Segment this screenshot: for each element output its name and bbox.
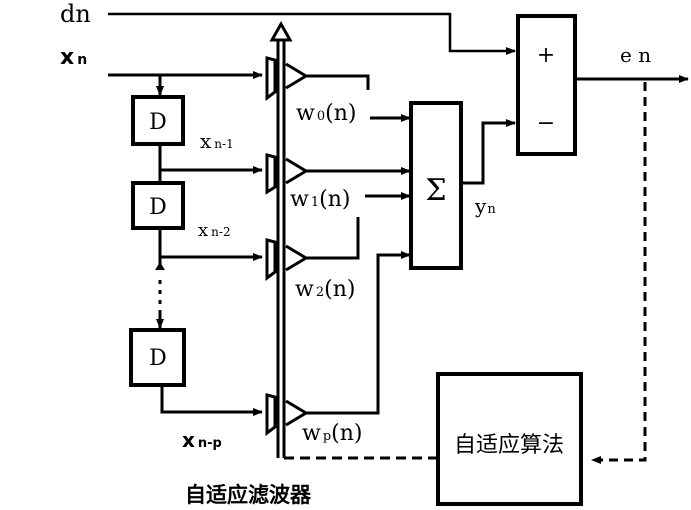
delay-label-1: D — [149, 110, 167, 135]
sum-symbol: Σ — [425, 173, 446, 208]
tap-line-p — [160, 385, 263, 416]
delay-block-p — [129, 328, 186, 387]
bus-arrow-up-icon — [269, 20, 293, 42]
delay-block-2 — [131, 181, 185, 230]
multiplier-0 — [265, 56, 370, 101]
diagram-caption: 自适应滤波器 — [185, 483, 312, 507]
yn-line — [461, 119, 516, 185]
multiplier-1 — [265, 153, 411, 195]
label-yn: yn — [474, 194, 496, 218]
minus-sign: − — [537, 111, 555, 136]
desired-signal-line — [108, 12, 516, 55]
arrow-down-icon — [155, 262, 165, 270]
plus-sign: + — [537, 43, 555, 68]
comparator-block — [516, 14, 577, 156]
adaptive-algorithm-label: 自适应算法 — [454, 433, 564, 458]
label-dn: dn — [60, 0, 91, 28]
adaptive-algorithm-block — [436, 372, 583, 506]
label-en: e n — [620, 43, 651, 67]
multiplier-p — [265, 251, 411, 436]
summation-block — [409, 101, 463, 270]
delay-block-1 — [131, 95, 185, 146]
delay-label-p: D — [149, 346, 167, 371]
delay-label-2: D — [149, 195, 167, 220]
multiplier-2 — [265, 217, 360, 281]
weight-update-bus — [269, 20, 293, 458]
error-feedback-line — [591, 82, 647, 464]
